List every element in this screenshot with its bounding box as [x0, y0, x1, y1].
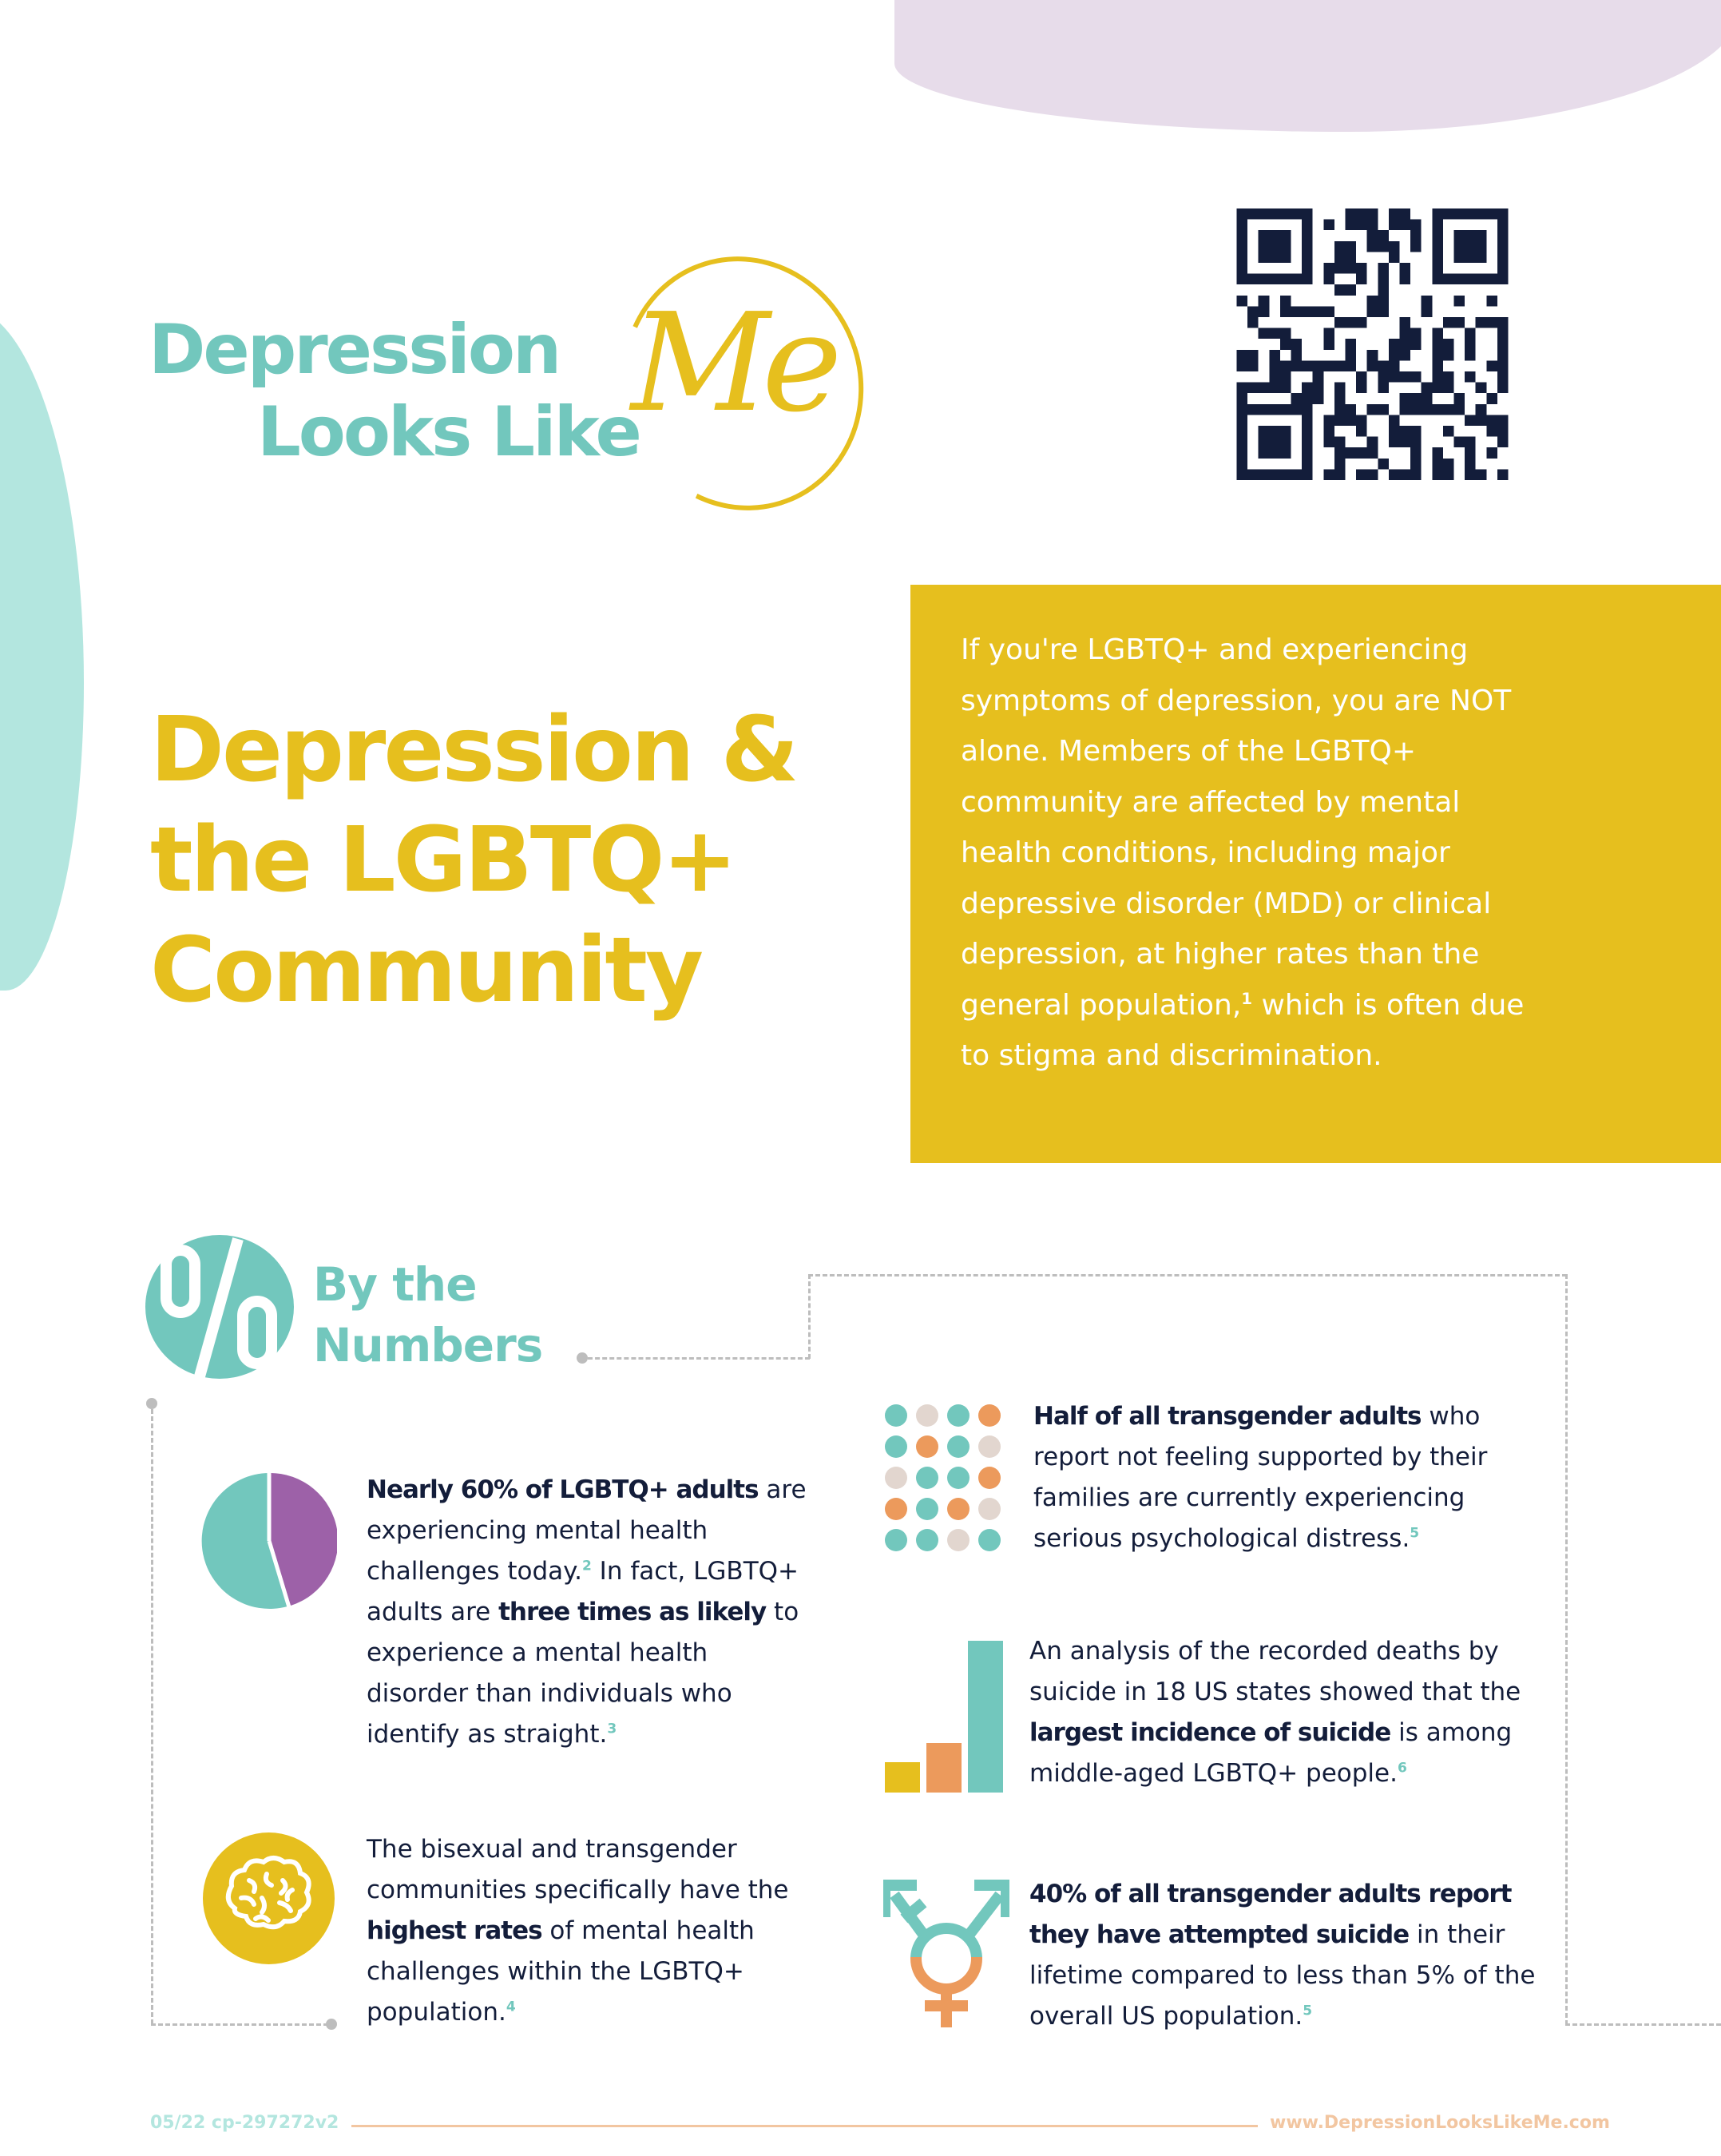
- dot-teal: [947, 1404, 970, 1427]
- stat-suicide-attempts: 40% of all transgender adults report the…: [1029, 1874, 1541, 2037]
- decorative-blob-purple: [894, 0, 1721, 132]
- intro-callout: If you're LGBTQ+ and experiencing sympto…: [910, 585, 1721, 1163]
- dot-teal: [978, 1529, 1001, 1551]
- frame-dot: [146, 1398, 157, 1409]
- stat-text: is among middle-aged LGBTQ+ people.: [1029, 1718, 1513, 1788]
- dot-teal: [916, 1498, 938, 1520]
- dot-beige: [978, 1498, 1001, 1520]
- stat-half-transgender: Half of all transgender adults who repor…: [1033, 1396, 1529, 1559]
- dot-grid-icon: [885, 1404, 1001, 1551]
- dot-beige: [978, 1435, 1001, 1458]
- stat-text: In fact, LGBTQ+ adults are: [367, 1557, 799, 1626]
- section-title-line-1: By the: [313, 1257, 478, 1312]
- logo-line-2: Looks Like: [257, 392, 642, 472]
- footnote-ref[interactable]: 1: [1241, 989, 1253, 1008]
- frame-line: [808, 1274, 811, 1359]
- logo-line-1: Depression: [149, 310, 561, 390]
- dot-teal: [885, 1435, 907, 1458]
- brain-icon: [203, 1832, 335, 1964]
- stat-suicide-analysis: An analysis of the recorded deaths by su…: [1029, 1631, 1541, 1794]
- stat-lgbtq-adults: Nearly 60% of LGBTQ+ adults are experien…: [367, 1470, 814, 1755]
- footnote-ref[interactable]: 5: [1410, 1525, 1420, 1542]
- footnote-ref[interactable]: 4: [506, 1999, 516, 2015]
- title-line-2: the LGBTQ+: [150, 808, 737, 912]
- dot-beige: [916, 1404, 938, 1427]
- dot-teal: [916, 1467, 938, 1489]
- pie-chart-icon: [201, 1473, 337, 1609]
- frame-dot: [577, 1352, 588, 1364]
- stat-text: to experience a mental health disorder t…: [367, 1598, 799, 1749]
- dot-orange: [978, 1404, 1001, 1427]
- stat-bisexual-transgender: The bisexual and transgender communities…: [367, 1829, 814, 2033]
- page-title: Depression & the LGBTQ+ Community: [150, 695, 799, 1026]
- dot-orange: [978, 1467, 1001, 1489]
- stat-text: of mental health challenges within the L…: [367, 1916, 755, 2027]
- frame-line: [151, 1409, 153, 2024]
- website-link[interactable]: www.DepressionLooksLikeMe.com: [1270, 2113, 1610, 2133]
- dot-teal: [947, 1467, 970, 1489]
- logo-script-me: Me: [631, 284, 843, 443]
- percent-icon: [145, 1235, 294, 1379]
- bar-chart-icon: [885, 1641, 1003, 1793]
- intro-paragraph: If you're LGBTQ+ and experiencing sympto…: [961, 625, 1536, 1082]
- qr-code-icon[interactable]: [1235, 208, 1509, 480]
- dot-teal: [916, 1529, 938, 1551]
- frame-line: [1565, 1274, 1568, 2025]
- dot-teal: [947, 1435, 970, 1458]
- footer-divider: [351, 2125, 1258, 2127]
- document-code: 05/22 cp-297272v2: [150, 2113, 339, 2133]
- stat-text: in their lifetime compared to less than …: [1029, 1920, 1536, 2031]
- brand-logo[interactable]: Depression Looks Like Me: [144, 222, 899, 545]
- dot-orange: [916, 1435, 938, 1458]
- frame-line: [1565, 2023, 1721, 2026]
- dot-beige: [947, 1529, 970, 1551]
- intro-text-b: which is often due to stigma and discrim…: [961, 988, 1525, 1073]
- stat-text: are experiencing mental health challenge…: [367, 1475, 807, 1586]
- stat-bold: Nearly 60% of LGBTQ+ adults: [367, 1475, 759, 1504]
- dot-orange: [947, 1498, 970, 1520]
- stat-bold: largest incidence of suicide: [1029, 1718, 1391, 1747]
- title-line-1: Depression &: [150, 698, 799, 802]
- frame-dot: [326, 2019, 337, 2030]
- stat-text: The bisexual and transgender communities…: [367, 1835, 789, 1904]
- stat-bold: highest rates: [367, 1916, 543, 1945]
- stat-text: An analysis of the recorded deaths by su…: [1029, 1637, 1521, 1706]
- title-line-3: Community: [150, 919, 704, 1022]
- frame-line: [151, 2023, 328, 2026]
- stat-bold: three times as likely: [498, 1598, 767, 1626]
- frame-line: [588, 1357, 810, 1360]
- transgender-symbol-icon: [883, 1880, 1009, 2027]
- frame-line: [808, 1274, 1567, 1277]
- footnote-ref[interactable]: 3: [607, 1721, 617, 1737]
- section-title: By the Numbers: [313, 1254, 543, 1376]
- dot-teal: [885, 1404, 907, 1427]
- dot-teal: [885, 1529, 907, 1551]
- stat-bold: 40% of all transgender adults report the…: [1029, 1880, 1512, 1949]
- footnote-ref[interactable]: 2: [581, 1558, 592, 1574]
- stat-bold: Half of all transgender adults: [1033, 1402, 1422, 1431]
- dot-beige: [885, 1467, 907, 1489]
- section-title-line-2: Numbers: [313, 1318, 543, 1372]
- footnote-ref[interactable]: 5: [1303, 2003, 1313, 2019]
- intro-text-a: If you're LGBTQ+ and experiencing sympto…: [961, 633, 1512, 1022]
- stat-text: who report not feeling supported by thei…: [1033, 1402, 1488, 1553]
- decorative-blob-teal: [0, 308, 84, 991]
- footnote-ref[interactable]: 6: [1397, 1760, 1407, 1777]
- dot-orange: [885, 1498, 907, 1520]
